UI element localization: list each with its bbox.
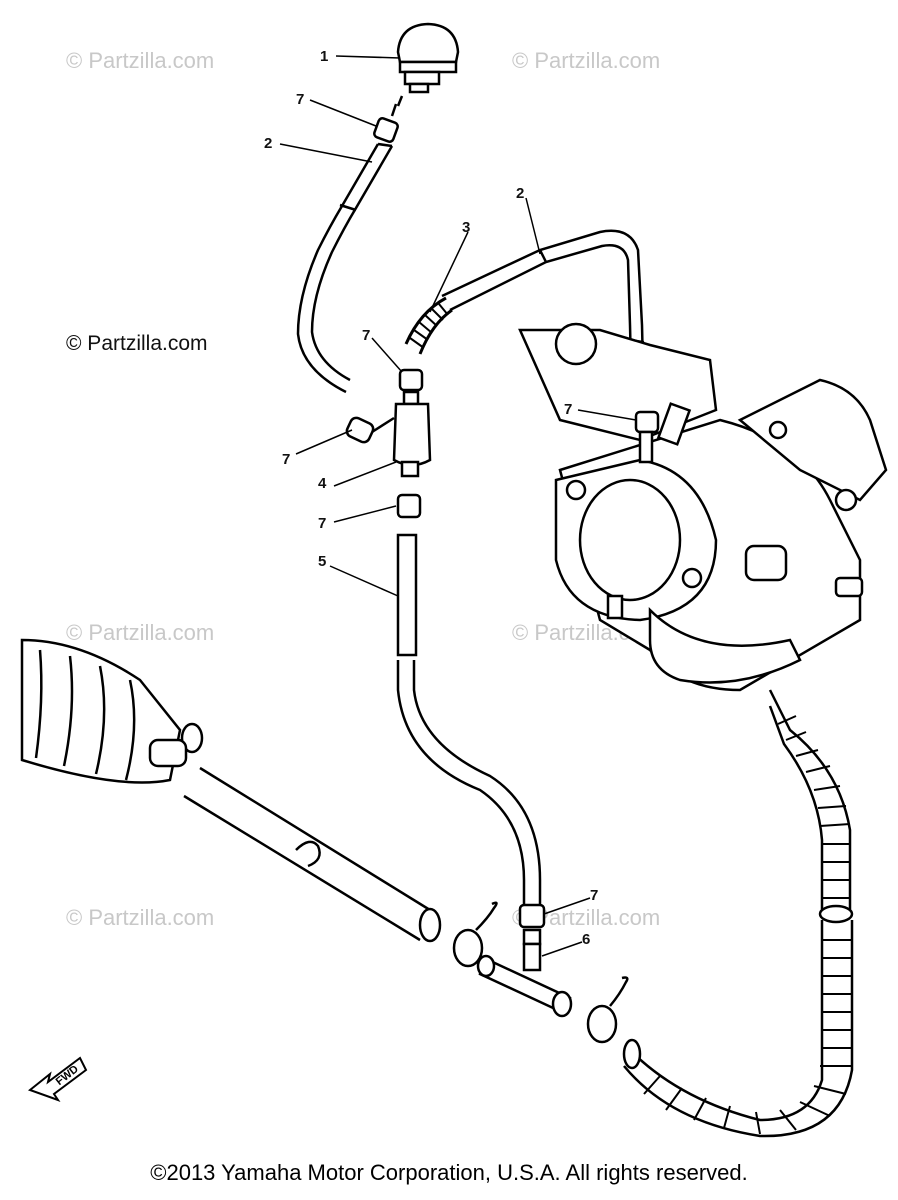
watermark-top-left: © Partzilla.com bbox=[66, 48, 214, 73]
callout-7-top: 7 bbox=[296, 91, 304, 108]
tee-fitting bbox=[476, 942, 573, 1018]
watermark-bottom-left: © Partzilla.com bbox=[66, 905, 214, 930]
fwd-arrow: FWD bbox=[27, 1056, 88, 1102]
callout-1: 1 bbox=[320, 48, 328, 65]
callout-7-upper-mid: 7 bbox=[362, 327, 370, 344]
wire-clamps bbox=[180, 722, 629, 1044]
muffler bbox=[20, 638, 188, 784]
callout-7-left: 7 bbox=[282, 451, 290, 468]
clamp-near-tee bbox=[518, 903, 546, 946]
hose-upper-right bbox=[441, 229, 646, 411]
hose-lower-5 bbox=[396, 533, 542, 905]
callout-7-tee: 7 bbox=[590, 887, 598, 904]
fuel-filter bbox=[345, 368, 432, 478]
callout-2-right: 2 bbox=[516, 185, 524, 202]
callout-5: 5 bbox=[318, 553, 326, 570]
clamp-below-filter bbox=[396, 493, 422, 519]
drain-hose-corrugated bbox=[622, 689, 854, 1138]
callout-numbers: 1 7 2 2 3 7 7 7 4 7 5 7 6 bbox=[264, 48, 598, 948]
carb-inlet bbox=[634, 402, 692, 464]
callout-7-carb: 7 bbox=[564, 401, 572, 418]
leader-lines bbox=[279, 55, 637, 957]
primer-bulb bbox=[390, 22, 460, 117]
hose-corrugated-3 bbox=[404, 296, 453, 355]
carburetor bbox=[518, 322, 888, 692]
callout-4: 4 bbox=[318, 475, 327, 492]
hose-long-lower-left bbox=[183, 766, 442, 943]
callout-7-below-filter: 7 bbox=[318, 515, 326, 532]
fuel-line-diagram: © Partzilla.com © Partzilla.com © Partzi… bbox=[20, 22, 888, 1138]
callout-3: 3 bbox=[462, 219, 470, 236]
callout-2-left: 2 bbox=[264, 135, 272, 152]
watermark-dark: © Partzilla.com bbox=[66, 332, 208, 355]
clamp-top bbox=[373, 117, 399, 143]
watermark-top-right: © Partzilla.com bbox=[512, 48, 660, 73]
copyright-notice: ©2013 Yamaha Motor Corporation, U.S.A. A… bbox=[150, 1160, 748, 1185]
hose-upper-left bbox=[296, 142, 394, 394]
watermark-mid-left: © Partzilla.com bbox=[66, 620, 214, 645]
callout-6: 6 bbox=[582, 931, 590, 948]
